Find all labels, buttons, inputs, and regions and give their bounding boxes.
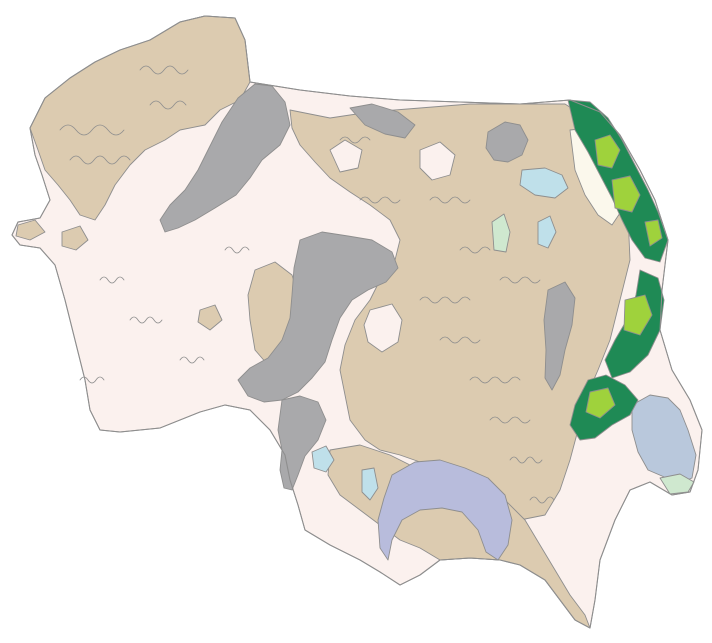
water-body-2 [537, 215, 557, 249]
zone-gray-northeast-2 [349, 103, 416, 139]
zone-lime-patch-4 [585, 387, 616, 419]
zone-gray-central-massif [237, 231, 399, 403]
zone-lime-patch-2 [611, 175, 641, 213]
zone-pink-window-3 [329, 139, 363, 173]
zone-gray-northeast [485, 121, 529, 163]
zone-lightblue-southeast [631, 394, 697, 485]
zone-gray-east-strip [543, 281, 576, 391]
zone-gray-north-ridge [159, 83, 291, 233]
zone-pink-window-2 [419, 141, 456, 181]
zone-tan-patch-west-3 [197, 304, 223, 331]
zone-periwinkle-basin [377, 459, 513, 561]
zone-lime-patch-5 [644, 219, 663, 247]
zone-pink-window-1 [363, 303, 403, 353]
water-body-3 [311, 445, 335, 473]
zone-palegreen-patch [491, 213, 511, 253]
water-body-4 [361, 467, 379, 501]
zone-palegreen-southeast [659, 473, 695, 495]
zone-lime-patch-3 [623, 294, 653, 336]
zone-tan-patch-west-1 [61, 225, 89, 251]
boundary-detail-lines [59, 65, 555, 504]
zone-tan-patch-west-2 [15, 219, 46, 241]
zone-lime-patch-1 [594, 134, 621, 169]
water-body-1 [519, 167, 569, 199]
region-outline [11, 15, 703, 629]
